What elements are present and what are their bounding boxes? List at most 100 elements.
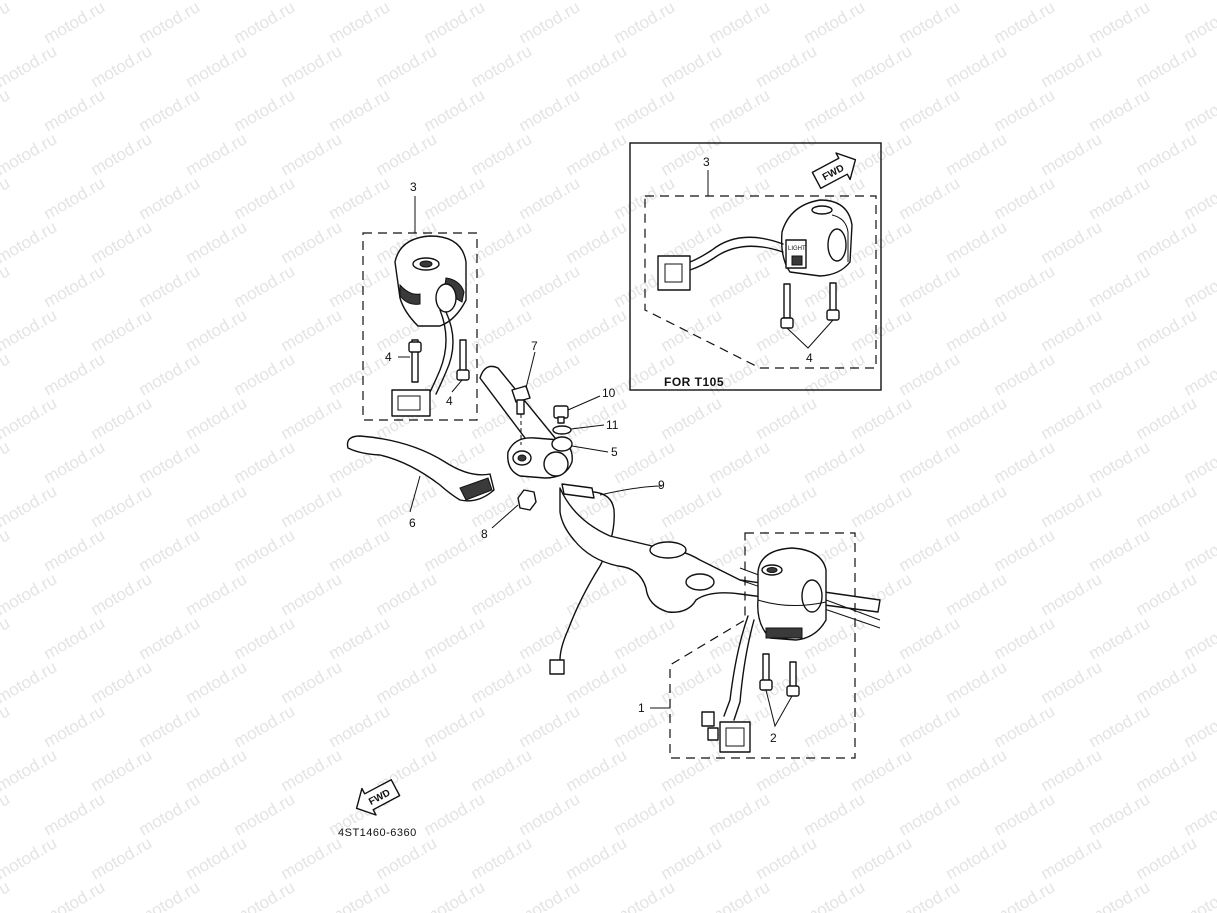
watermark-text: motod.ru xyxy=(706,85,774,135)
inset-frame xyxy=(629,142,882,391)
callout-7: 7 xyxy=(531,339,538,353)
watermark-text: motod.ru xyxy=(41,261,109,311)
watermark-text: motod.ru xyxy=(1086,173,1154,223)
watermark-text: motod.ru xyxy=(1038,41,1106,91)
watermark-text: motod.ru xyxy=(183,657,251,707)
watermark-text: motod.ru xyxy=(896,437,964,487)
watermark-text: motod.ru xyxy=(0,349,13,399)
watermark-text: motod.ru xyxy=(0,217,60,267)
watermark-text: motod.ru xyxy=(753,41,821,91)
watermark-text: motod.ru xyxy=(231,437,299,487)
watermark-text: motod.ru xyxy=(41,789,109,839)
watermark-text: motod.ru xyxy=(1181,701,1217,751)
watermark-text: motod.ru xyxy=(1038,481,1106,531)
watermark-text: motod.ru xyxy=(991,701,1059,751)
watermark-text: motod.ru xyxy=(136,437,204,487)
watermark-text: motod.ru xyxy=(1181,525,1217,575)
watermark-text: motod.ru xyxy=(1181,437,1217,487)
watermark-text: motod.ru xyxy=(658,745,726,795)
watermark-text: motod.ru xyxy=(611,877,679,913)
watermark-text: motod.ru xyxy=(991,789,1059,839)
watermark-text: motod.ru xyxy=(943,745,1011,795)
watermark-text: motod.ru xyxy=(1181,85,1217,135)
watermark-text: motod.ru xyxy=(896,789,964,839)
left-switch-outline xyxy=(362,232,478,421)
watermark-text: motod.ru xyxy=(0,0,13,47)
watermark-text: motod.ru xyxy=(231,701,299,751)
diagram-code: 4ST1460-6360 xyxy=(338,827,417,839)
watermark-text: motod.ru xyxy=(801,701,869,751)
watermark-text: motod.ru xyxy=(563,657,631,707)
watermark-text: motod.ru xyxy=(1038,393,1106,443)
watermark-text: motod.ru xyxy=(563,217,631,267)
watermark-text: motod.ru xyxy=(658,833,726,883)
watermark-text: motod.ru xyxy=(1086,613,1154,663)
watermark-text: motod.ru xyxy=(183,217,251,267)
left-switch-assembly: 3 4 4 xyxy=(362,180,478,421)
watermark-text: motod.ru xyxy=(1181,877,1217,913)
watermark-text: motod.ru xyxy=(0,0,60,3)
watermark-text: motod.ru xyxy=(373,41,441,91)
right-switch-wire xyxy=(723,615,749,717)
watermark-text: motod.ru xyxy=(468,217,536,267)
watermark-text: motod.ru xyxy=(0,613,13,663)
washer-11: 11 xyxy=(552,418,619,435)
watermark-text: motod.ru xyxy=(231,173,299,223)
watermark-text: motod.ru xyxy=(1086,349,1154,399)
watermark-text: motod.ru xyxy=(1133,745,1201,795)
watermark-text: motod.ru xyxy=(1181,261,1217,311)
watermark-text: motod.ru xyxy=(136,349,204,399)
watermark-text: motod.ru xyxy=(658,657,726,707)
watermark-text: motod.ru xyxy=(991,261,1059,311)
watermark-text: motod.ru xyxy=(991,349,1059,399)
watermark-text: motod.ru xyxy=(611,173,679,223)
callout-11: 11 xyxy=(606,418,619,432)
inset-panel: FOR T105 FWD LIGHT xyxy=(629,142,882,391)
watermark-text: motod.ru xyxy=(0,745,60,795)
watermark-text: motod.ru xyxy=(563,569,631,619)
watermark-text: motod.ru xyxy=(373,833,441,883)
watermark-text: motod.ru xyxy=(516,701,584,751)
watermark-text: motod.ru xyxy=(1133,41,1201,91)
callout-1: 1 xyxy=(638,701,645,715)
watermark-text: motod.ru xyxy=(1086,525,1154,575)
watermark-text: motod.ru xyxy=(563,305,631,355)
watermark-text: motod.ru xyxy=(1133,569,1201,619)
left-screw-b xyxy=(456,339,470,381)
watermark-text: motod.ru xyxy=(136,877,204,913)
watermark-text: motod.ru xyxy=(1038,217,1106,267)
watermark-text: motod.ru xyxy=(136,789,204,839)
watermark-text: motod.ru xyxy=(326,701,394,751)
watermark-text: motod.ru xyxy=(183,833,251,883)
watermark-text: motod.ru xyxy=(1133,657,1201,707)
watermark-text: motod.ru xyxy=(231,0,299,47)
switch-label-light: LIGHT xyxy=(788,246,806,252)
watermark-text: motod.ru xyxy=(1038,569,1106,619)
watermark-text: motod.ru xyxy=(278,833,346,883)
watermark-text: motod.ru xyxy=(136,0,204,47)
watermark-text: motod.ru xyxy=(943,481,1011,531)
watermark-text: motod.ru xyxy=(41,437,109,487)
watermark-text: motod.ru xyxy=(183,129,251,179)
callout-3-main: 3 xyxy=(410,180,417,194)
watermark-text: motod.ru xyxy=(88,217,156,267)
watermark-text: motod.ru xyxy=(611,789,679,839)
watermark-text: motod.ru xyxy=(183,393,251,443)
watermark-text: motod.ru xyxy=(183,305,251,355)
callout-2: 2 xyxy=(770,731,777,745)
watermark-text: motod.ru xyxy=(136,85,204,135)
watermark-text: motod.ru xyxy=(516,85,584,135)
watermark-text: motod.ru xyxy=(468,129,536,179)
watermark-text: motod.ru xyxy=(136,173,204,223)
watermark-text: motod.ru xyxy=(658,41,726,91)
watermark-text: motod.ru xyxy=(848,41,916,91)
watermark-text: motod.ru xyxy=(658,481,726,531)
watermark-text: motod.ru xyxy=(1086,437,1154,487)
watermark-text: motod.ru xyxy=(41,525,109,575)
watermark-text: motod.ru xyxy=(136,261,204,311)
watermark-text: motod.ru xyxy=(943,217,1011,267)
callout-3-inset: 3 xyxy=(703,155,710,169)
inset-wire xyxy=(689,236,784,263)
watermark-text: motod.ru xyxy=(278,305,346,355)
